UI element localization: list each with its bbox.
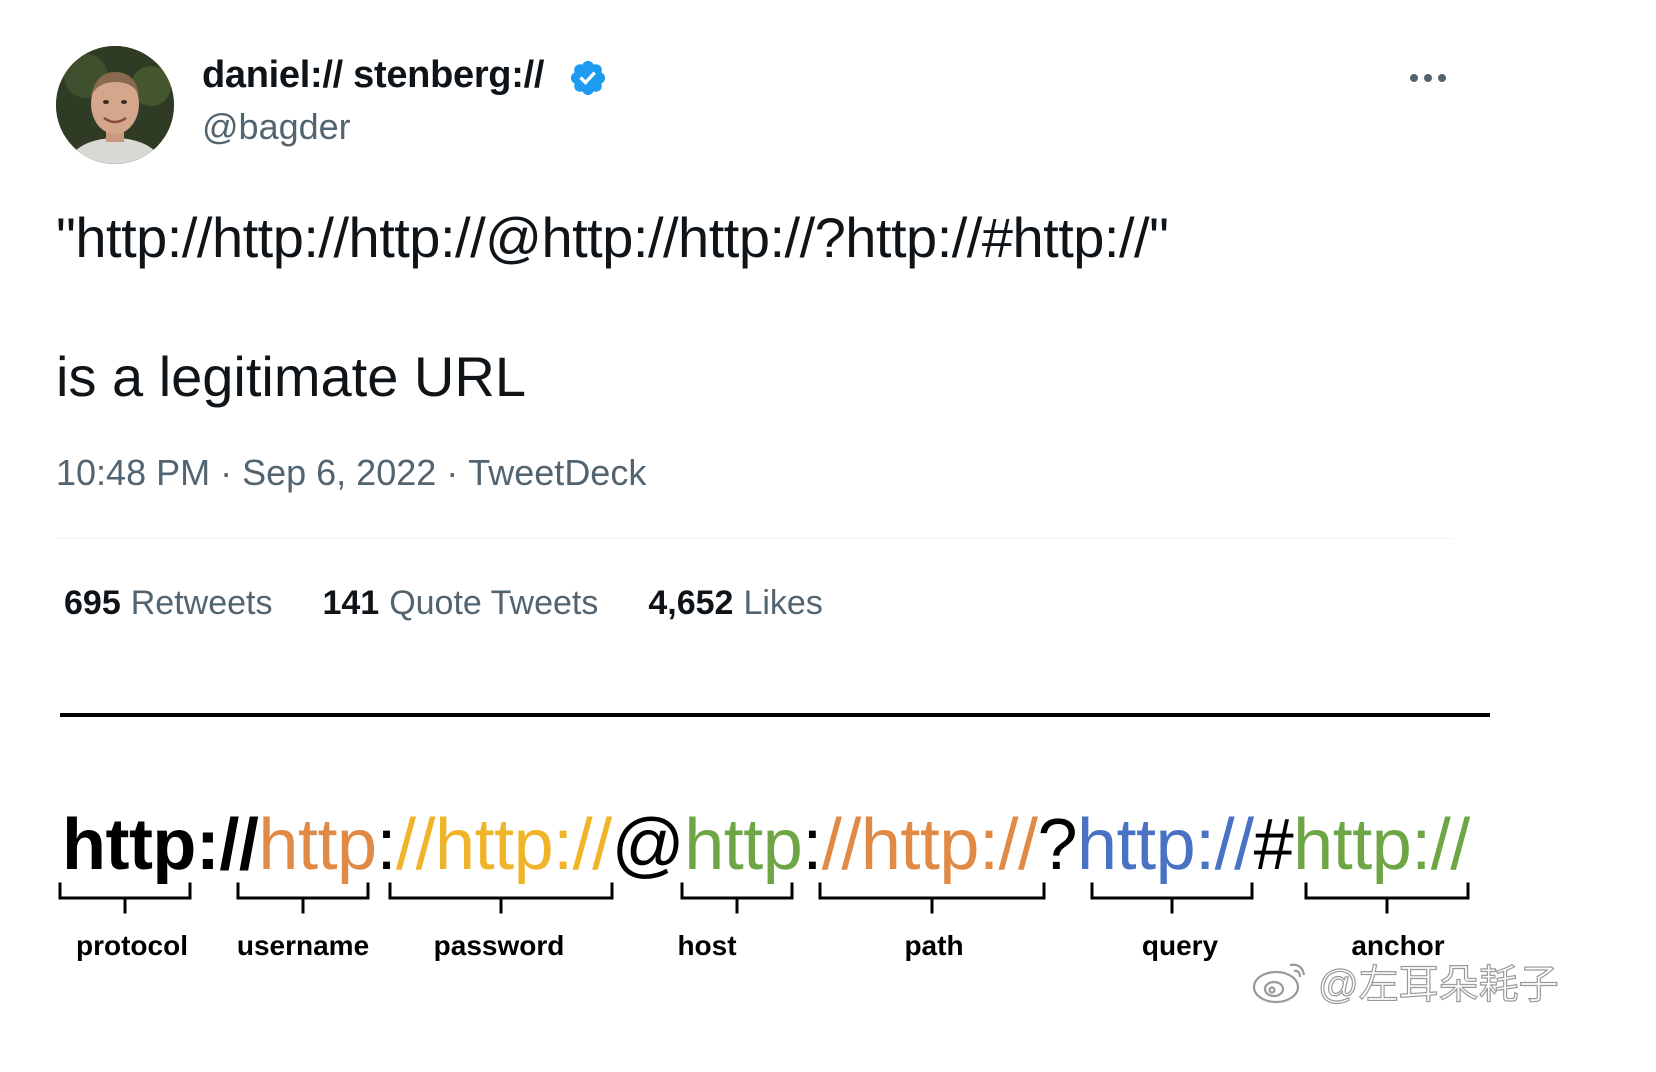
label-protocol: protocol	[76, 930, 188, 961]
url-breakdown: http://http://http://@http://http://?htt…	[62, 800, 1470, 890]
watermark-text: @左耳朵耗子	[1317, 962, 1559, 1007]
brace-query	[1090, 882, 1254, 914]
more-horizontal-icon-dot	[1424, 74, 1432, 82]
tweet-date[interactable]: Sep 6, 2022	[242, 452, 437, 493]
more-options-button[interactable]	[1400, 58, 1456, 98]
url-segment-path: //http://	[821, 805, 1038, 885]
tweet-text-url: "http://http://http://@http://http://?ht…	[56, 206, 1169, 269]
segment-braces	[58, 882, 1470, 914]
likes-label: Likes	[743, 584, 823, 622]
more-horizontal-icon-dot	[1438, 74, 1446, 82]
retweets-count: 695	[64, 584, 121, 622]
quote-tweets-label: Quote Tweets	[389, 584, 599, 622]
url-separator-colon: :	[376, 805, 397, 885]
quote-tweets-count: 141	[322, 584, 380, 622]
retweets-label: Retweets	[130, 584, 273, 622]
avatar-photo	[56, 46, 174, 164]
brace-path	[818, 882, 1046, 914]
label-query: query	[1141, 930, 1219, 961]
label-anchor: anchor	[1351, 930, 1445, 961]
meta-separator: ·	[446, 452, 459, 493]
author-name[interactable]: daniel:// stenberg://	[202, 54, 545, 96]
url-segment-password: //http://	[396, 805, 612, 885]
url-separator-hash: #	[1253, 805, 1294, 885]
label-password: password	[433, 930, 565, 961]
tweet-time[interactable]: 10:48 PM	[56, 452, 211, 493]
divider	[56, 538, 1452, 539]
brace-protocol	[58, 882, 192, 914]
tweet-text-caption: is a legitimate URL	[56, 345, 526, 408]
url-segment-host: http	[684, 805, 803, 885]
label-path: path	[904, 930, 964, 961]
tweet-source[interactable]: TweetDeck	[468, 452, 647, 493]
more-horizontal-icon	[1410, 74, 1418, 82]
likes-count: 4,652	[648, 584, 734, 622]
section-divider	[60, 713, 1490, 717]
brace-password	[388, 882, 614, 914]
tweet-meta: 10:48 PM·Sep 6, 2022·TweetDeck	[56, 452, 646, 494]
url-separator-at: @	[611, 805, 685, 885]
brace-anchor	[1304, 882, 1470, 914]
url-segment-query: http://	[1077, 805, 1254, 885]
url-separator-question: ?	[1037, 805, 1078, 885]
avatar[interactable]	[56, 46, 174, 164]
verified-badge-icon	[570, 60, 606, 96]
url-segment-protocol: http://	[62, 805, 259, 885]
watermark: @左耳朵耗子	[1250, 952, 1559, 1010]
label-host: host	[677, 930, 737, 961]
url-segment-username: http	[258, 805, 377, 885]
brace-host	[680, 882, 794, 914]
label-username: username	[236, 930, 370, 961]
weibo-icon	[1252, 963, 1306, 1004]
brace-username	[236, 882, 370, 914]
url-segment-anchor: http://	[1293, 805, 1470, 885]
author-handle[interactable]: @bagder	[202, 106, 351, 147]
meta-separator: ·	[220, 452, 233, 493]
url-separator-colon: :	[802, 805, 822, 885]
